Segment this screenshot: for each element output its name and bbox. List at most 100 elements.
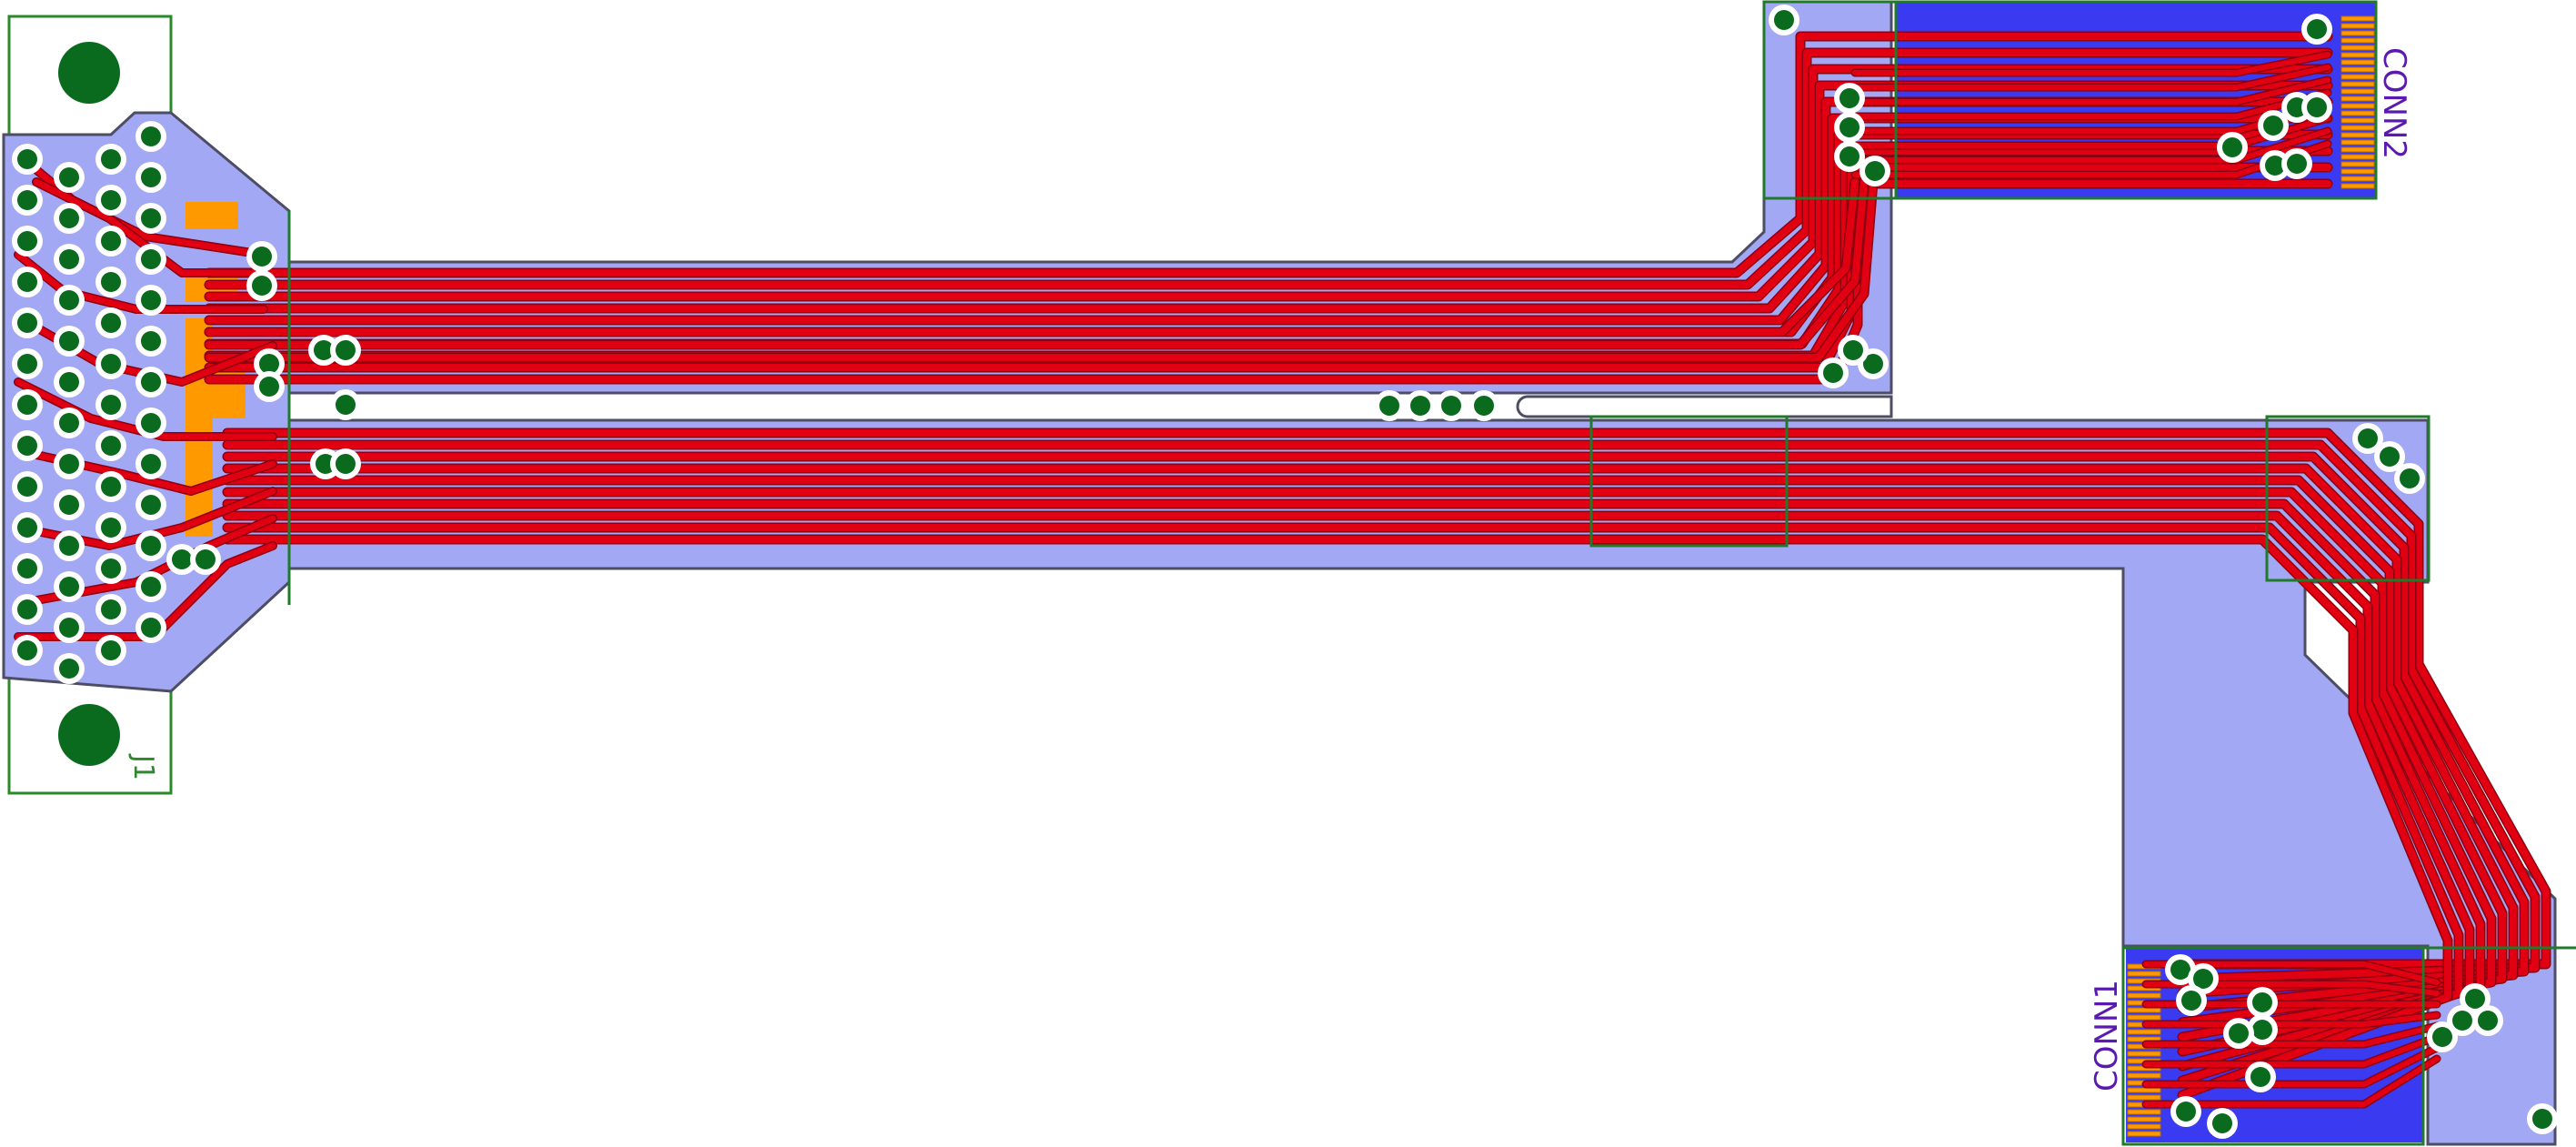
trace — [224, 488, 2495, 1041]
conn2-pin — [2340, 117, 2375, 124]
via — [17, 558, 37, 579]
conn1-pin — [2127, 1014, 2161, 1021]
section-outlines — [287, 0, 2576, 1146]
via — [314, 340, 334, 360]
trace — [205, 178, 1868, 348]
conn2-pin — [2340, 88, 2375, 95]
via — [1865, 161, 1885, 181]
conn2-pin — [2340, 168, 2375, 175]
via — [101, 190, 121, 210]
conn2-pin — [2340, 96, 2375, 102]
trace — [15, 251, 267, 313]
via — [141, 290, 161, 310]
via — [2212, 1113, 2232, 1133]
trace — [224, 453, 2528, 997]
via — [101, 354, 121, 374]
via — [2250, 1067, 2270, 1087]
via-pads — [12, 5, 2558, 1139]
trace — [224, 536, 2451, 1099]
conn2-pin — [2340, 132, 2375, 138]
via — [2532, 1109, 2552, 1129]
via — [252, 276, 272, 296]
conn1-pin — [2127, 1072, 2161, 1079]
via — [59, 413, 79, 433]
conn1-pin — [2127, 1007, 2161, 1013]
via — [59, 290, 79, 310]
trace — [1852, 65, 2330, 90]
via — [2452, 1011, 2472, 1031]
trace — [1852, 52, 2330, 75]
via — [1410, 396, 1430, 416]
board-slot — [1516, 395, 1893, 418]
conn2-pin-row — [2340, 15, 2375, 189]
trace — [205, 178, 1859, 336]
via — [17, 640, 37, 660]
conn2-pin — [2340, 103, 2375, 109]
via — [2263, 116, 2283, 136]
via — [59, 454, 79, 474]
via — [17, 436, 37, 456]
trace — [2143, 981, 2440, 996]
via — [101, 231, 121, 251]
conn2-pin — [2340, 37, 2375, 44]
j1-label: J1 — [127, 753, 159, 780]
via — [141, 618, 161, 638]
via — [59, 536, 79, 556]
via — [316, 454, 336, 474]
conn2-pin — [2340, 45, 2375, 51]
via — [2265, 156, 2285, 176]
trace — [224, 465, 2517, 1011]
via — [1839, 146, 1859, 166]
trace — [205, 178, 1877, 361]
via — [141, 331, 161, 351]
via — [59, 331, 79, 351]
via — [59, 249, 79, 269]
via — [17, 190, 37, 210]
via — [101, 640, 121, 660]
trace — [2143, 1045, 2440, 1087]
via — [59, 208, 79, 228]
via — [101, 272, 121, 292]
conn2-pin — [2340, 52, 2375, 58]
trace — [205, 33, 2331, 277]
via — [336, 454, 356, 474]
via — [2229, 1023, 2249, 1043]
via — [101, 518, 121, 538]
conn1-pin — [2127, 1029, 2161, 1035]
trace — [15, 378, 276, 440]
via — [2380, 447, 2400, 467]
via — [1441, 396, 1461, 416]
via — [141, 167, 161, 187]
via — [17, 149, 37, 169]
conn1-pin — [2127, 992, 2161, 999]
via — [59, 618, 79, 638]
trace — [224, 441, 2539, 982]
via — [2432, 1027, 2452, 1047]
trace — [2143, 1056, 2440, 1107]
conn2-pin — [2340, 110, 2375, 116]
via — [141, 372, 161, 392]
conn1-pin — [2127, 1051, 2161, 1057]
via — [2287, 97, 2307, 117]
via — [17, 313, 37, 333]
via — [2465, 989, 2485, 1009]
via — [17, 272, 37, 292]
conn1-pin — [2127, 1109, 2161, 1115]
conn2-pin — [2340, 74, 2375, 80]
via — [195, 549, 216, 569]
trace — [2143, 1012, 2440, 1027]
trace — [224, 524, 2462, 1084]
trace — [15, 542, 276, 640]
via — [141, 495, 161, 515]
via — [17, 231, 37, 251]
via — [2307, 97, 2327, 117]
via — [1474, 396, 1494, 416]
via — [101, 149, 121, 169]
via — [101, 395, 121, 415]
via — [259, 377, 279, 397]
conn2-pin — [2340, 23, 2375, 29]
trace — [2143, 1034, 2440, 1067]
conn1-pin — [2127, 971, 2161, 977]
conn2-pin — [2340, 59, 2375, 65]
